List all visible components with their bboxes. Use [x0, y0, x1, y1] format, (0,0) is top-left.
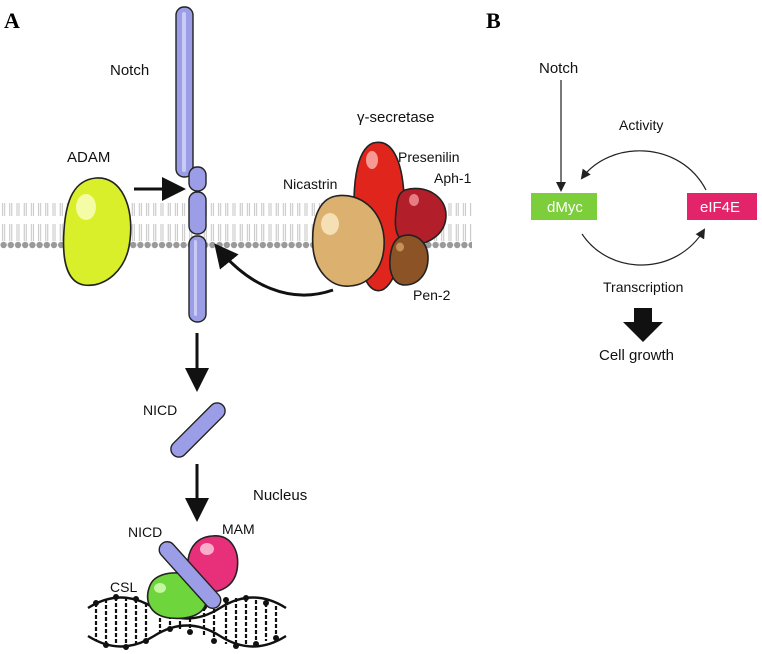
nicd-label: NICD — [143, 402, 177, 418]
pen2-subunit — [389, 234, 429, 286]
notch-receptor — [175, 6, 207, 323]
pen2-label: Pen-2 — [413, 287, 451, 303]
nicd-in-complex — [158, 541, 222, 609]
transcription-label: Transcription — [603, 279, 683, 295]
eif4e-label: eIF4E — [700, 199, 740, 216]
adam-protease — [62, 177, 132, 287]
transcription-arrow — [581, 228, 706, 266]
activity-label: Activity — [619, 117, 663, 133]
presenilin-label: Presenilin — [398, 149, 459, 165]
notch-label: Notch — [110, 62, 149, 79]
growth-arrow — [623, 308, 663, 342]
cell-growth-label: Cell growth — [599, 347, 674, 364]
csl-label: CSL — [110, 579, 137, 595]
gamma-secretase-label: γ-secretase — [357, 109, 435, 126]
activity-feedback-arrow — [580, 150, 707, 191]
gamma-secretase-cleavage-arrow — [214, 243, 334, 297]
b-notch-label: Notch — [539, 60, 578, 77]
dmyc-label: dMyc — [547, 199, 583, 216]
nicd-fragment — [170, 402, 226, 458]
nicastrin-label: Nicastrin — [283, 176, 337, 192]
panel-a-label: A — [4, 8, 20, 33]
nicastrin-subunit — [311, 194, 385, 287]
panel-b-label: B — [486, 8, 501, 33]
dmyc-box — [531, 193, 597, 220]
nucleus-label: Nucleus — [253, 487, 307, 504]
nicd-complex-label: NICD — [128, 524, 162, 540]
eif4e-box — [687, 193, 757, 220]
mam-label: MAM — [222, 521, 255, 537]
adam-label: ADAM — [67, 149, 110, 166]
aph1-label: Aph-1 — [434, 170, 472, 186]
